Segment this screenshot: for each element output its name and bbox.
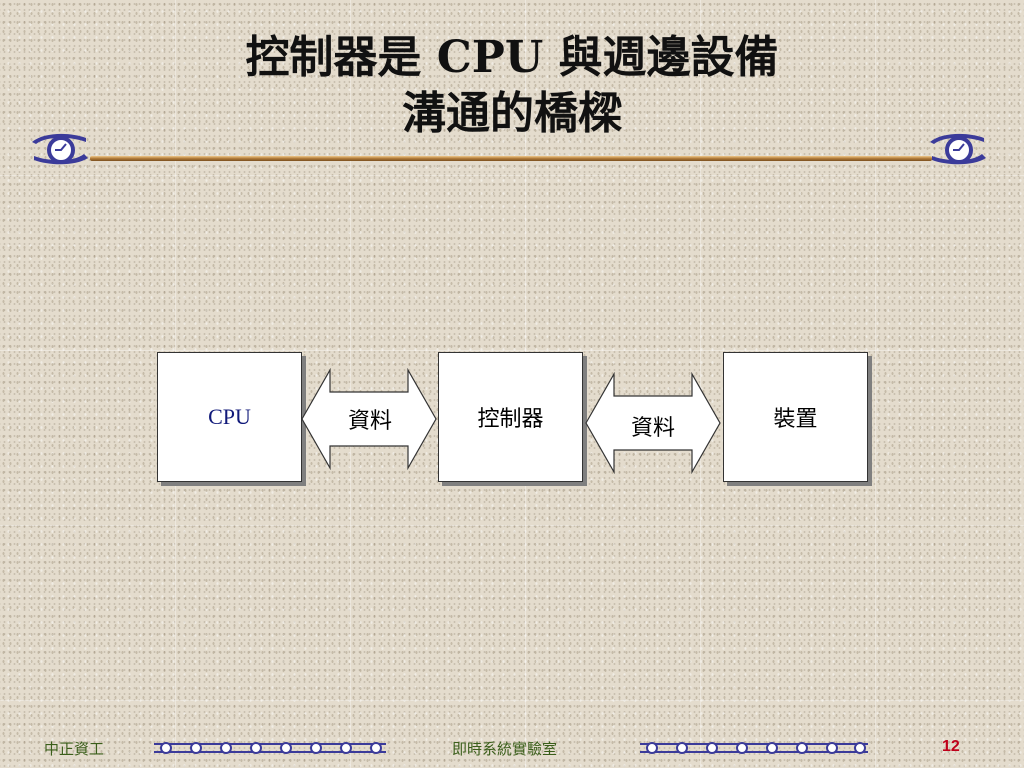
slide-title-line1: 控制器是 CPU 與週邊設備 xyxy=(245,32,779,83)
edge-label-cpu-controller: 資料 xyxy=(347,408,392,433)
edge-arrow-controller-device xyxy=(585,372,721,474)
edge-label-controller-device: 資料 xyxy=(630,415,675,440)
bg-grid-line xyxy=(0,175,1024,176)
bg-grid-line xyxy=(350,0,351,768)
slide-title: 控制器是 CPU 與週邊設備 溝通的橋樑 xyxy=(60,30,964,142)
page-number: 12 xyxy=(942,738,960,755)
footer-lab-name: 即時系統實驗室 xyxy=(452,740,558,758)
footer-department: 中正資工 xyxy=(44,740,105,758)
node-cpu-label: CPU xyxy=(208,404,251,429)
scroll-ornament-icon xyxy=(32,133,88,165)
scroll-ornament-icon xyxy=(930,133,986,165)
node-cpu: CPU xyxy=(157,352,302,482)
bg-grid-line xyxy=(700,0,701,768)
node-device-label: 裝置 xyxy=(773,406,818,431)
footer-scroll-ornament-icon xyxy=(640,742,868,754)
node-controller: 控制器 xyxy=(438,352,583,482)
bg-grid-line xyxy=(0,525,1024,526)
slide-title-line2: 溝通的橋樑 xyxy=(402,88,622,139)
bg-grid-line xyxy=(0,350,1024,351)
title-divider xyxy=(90,156,932,161)
bg-grid-line xyxy=(0,700,1024,701)
edge-arrow-cpu-controller xyxy=(301,368,437,470)
node-controller-label: 控制器 xyxy=(477,406,544,431)
bg-grid-line xyxy=(875,0,876,768)
node-device: 裝置 xyxy=(723,352,868,482)
footer-scroll-ornament-icon xyxy=(154,742,386,754)
